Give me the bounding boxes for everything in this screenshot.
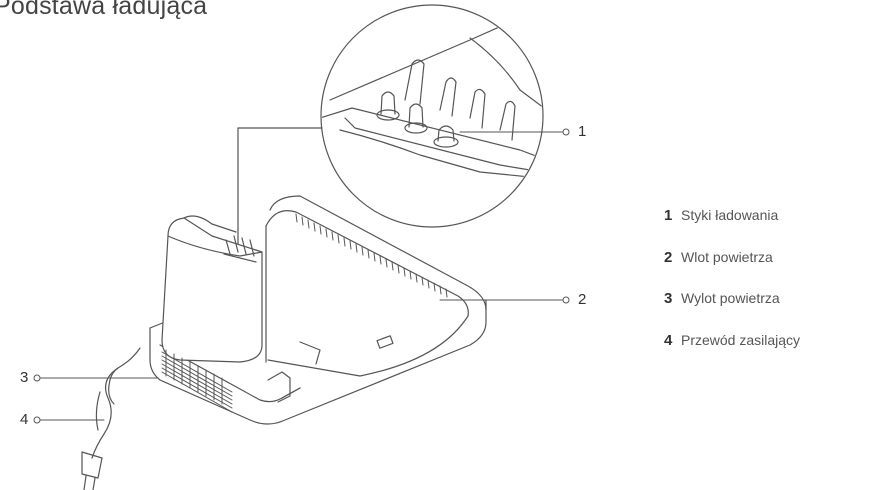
callout-2: 2 bbox=[578, 291, 587, 308]
air-inlet-vent bbox=[295, 213, 448, 298]
legend-item: 2 Wlot powietrza bbox=[664, 249, 800, 271]
power-cable bbox=[81, 347, 141, 490]
zoom-connector bbox=[237, 127, 323, 259]
charging-pin bbox=[404, 103, 428, 134]
zoom-detail-circle bbox=[320, 4, 544, 228]
callout-4: 4 bbox=[20, 411, 29, 428]
callout-1: 1 bbox=[578, 123, 587, 140]
callout-3: 3 bbox=[20, 369, 29, 386]
charging-pin bbox=[433, 125, 459, 148]
legend-label: Wlot powietrza bbox=[681, 248, 773, 265]
legend-number: 2 bbox=[664, 248, 673, 266]
dock-base bbox=[149, 195, 487, 425]
legend-item: 1 Styki ładowania bbox=[664, 207, 800, 229]
legend-item: 3 Wylot powietrza bbox=[664, 290, 800, 312]
legend-label: Wylot powietrza bbox=[681, 290, 780, 306]
charging-pin bbox=[376, 91, 400, 121]
air-outlet-vent bbox=[161, 349, 233, 413]
dock-tower bbox=[161, 215, 263, 413]
legend-item: 4 Przewód zasilający bbox=[664, 332, 800, 354]
legend-number: 4 bbox=[664, 331, 673, 349]
legend: 1 Styki ładowania 2 Wlot powietrza 3 Wyl… bbox=[664, 207, 800, 373]
page-title: Podstawa ładująca bbox=[0, 0, 208, 20]
power-plug bbox=[81, 451, 103, 490]
legend-number: 3 bbox=[664, 290, 673, 307]
legend-number: 1 bbox=[664, 207, 673, 224]
callout-leaders bbox=[33, 128, 570, 424]
legend-label: Styki ładowania bbox=[681, 207, 779, 223]
legend-label: Przewód zasilający bbox=[681, 331, 801, 348]
